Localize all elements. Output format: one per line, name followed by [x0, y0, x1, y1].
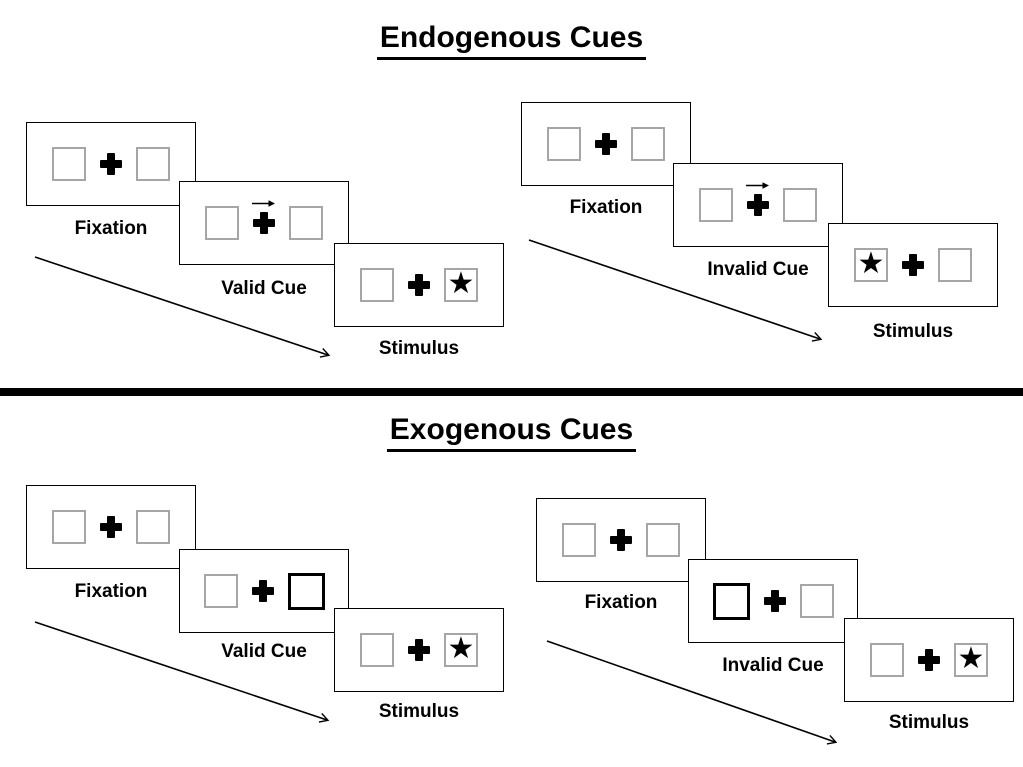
placeholder-box-right — [631, 127, 665, 161]
panel-fixation — [536, 498, 706, 582]
fixation-cross-icon — [100, 153, 122, 175]
placeholder-box-left — [870, 643, 904, 677]
cross-glyph — [100, 153, 122, 175]
cross-glyph — [610, 529, 632, 551]
star-icon: ★ — [857, 247, 885, 280]
fixation-cross-icon — [100, 516, 122, 538]
panel-stimulus: ★ — [844, 618, 1014, 702]
cross-glyph — [251, 580, 274, 602]
timeline-arrow-exogenous-valid — [34, 621, 330, 723]
panel-label: Stimulus — [378, 338, 460, 359]
right-arrow-icon — [252, 200, 275, 207]
panel-label: Fixation — [74, 581, 148, 602]
fixation-cross-icon — [408, 274, 430, 296]
panel-valid-cue — [179, 181, 349, 265]
cross-glyph — [253, 212, 275, 234]
target-box-right: ★ — [444, 268, 478, 302]
cross-glyph — [595, 133, 617, 155]
fixation-cross-icon — [918, 649, 940, 671]
timeline-arrow-endogenous-invalid — [528, 239, 823, 342]
panel-label: Invalid Cue — [722, 655, 824, 676]
placeholder-box-left — [360, 268, 394, 302]
fixation-cross-icon — [252, 200, 275, 234]
right-arrow-icon — [746, 182, 769, 189]
cross-glyph — [902, 254, 924, 276]
placeholder-box-right — [136, 510, 170, 544]
panel-label: Stimulus — [872, 321, 954, 342]
placeholder-box-left — [562, 523, 596, 557]
fixation-cross-icon — [763, 590, 786, 612]
star-icon: ★ — [447, 632, 475, 665]
fixation-cross-icon — [746, 182, 769, 216]
placeholder-box-right — [646, 523, 680, 557]
section-title-text: Endogenous Cues — [376, 21, 647, 60]
cross-glyph — [100, 516, 122, 538]
target-box-right: ★ — [444, 633, 478, 667]
panel-valid-cue — [179, 549, 349, 633]
panel-invalid-cue — [673, 163, 843, 247]
placeholder-box-left — [52, 510, 86, 544]
placeholder-box-left — [699, 188, 733, 222]
fixation-cross-icon — [408, 639, 430, 661]
section-title-text: Exogenous Cues — [386, 413, 637, 452]
fixation-cross-icon — [595, 133, 617, 155]
cross-glyph — [408, 639, 430, 661]
panel-stimulus: ★ — [334, 243, 504, 327]
panel-label: Valid Cue — [221, 641, 307, 662]
fixation-cross-icon — [610, 529, 632, 551]
star-icon: ★ — [957, 642, 985, 675]
panel-label: Invalid Cue — [707, 259, 809, 280]
cue-highlight-box-left — [712, 582, 750, 620]
placeholder-box-right — [136, 147, 170, 181]
panel-label: Fixation — [74, 218, 148, 239]
timeline-arrow-endogenous-valid — [34, 256, 331, 358]
star-icon: ★ — [447, 267, 475, 300]
fixation-cross-icon — [251, 580, 274, 602]
panel-stimulus: ★ — [828, 223, 998, 307]
placeholder-box-left — [203, 574, 238, 608]
cross-glyph — [747, 194, 769, 216]
panel-fixation — [26, 122, 196, 206]
cue-highlight-box-right — [287, 572, 325, 610]
fixation-cross-icon — [902, 254, 924, 276]
placeholder-box-right — [289, 206, 323, 240]
panel-fixation — [26, 485, 196, 569]
placeholder-box-left — [360, 633, 394, 667]
panel-invalid-cue — [688, 559, 858, 643]
panel-label: Valid Cue — [221, 278, 307, 299]
cross-glyph — [763, 590, 786, 612]
cross-glyph — [918, 649, 940, 671]
cross-glyph — [408, 274, 430, 296]
panel-label: Stimulus — [888, 712, 970, 733]
section-divider — [0, 388, 1023, 396]
placeholder-box-right — [938, 248, 972, 282]
panel-fixation — [521, 102, 691, 186]
panel-label: Stimulus — [378, 701, 460, 722]
placeholder-box-left — [547, 127, 581, 161]
target-box-left: ★ — [854, 248, 888, 282]
placeholder-box-right — [783, 188, 817, 222]
section-title-exogenous: Exogenous Cues — [0, 413, 1023, 452]
panel-stimulus: ★ — [334, 608, 504, 692]
panel-label: Fixation — [584, 592, 658, 613]
panel-label: Fixation — [569, 197, 643, 218]
target-box-right: ★ — [954, 643, 988, 677]
placeholder-box-right — [799, 584, 834, 618]
placeholder-box-left — [52, 147, 86, 181]
placeholder-box-left — [205, 206, 239, 240]
section-title-endogenous: Endogenous Cues — [0, 21, 1023, 60]
